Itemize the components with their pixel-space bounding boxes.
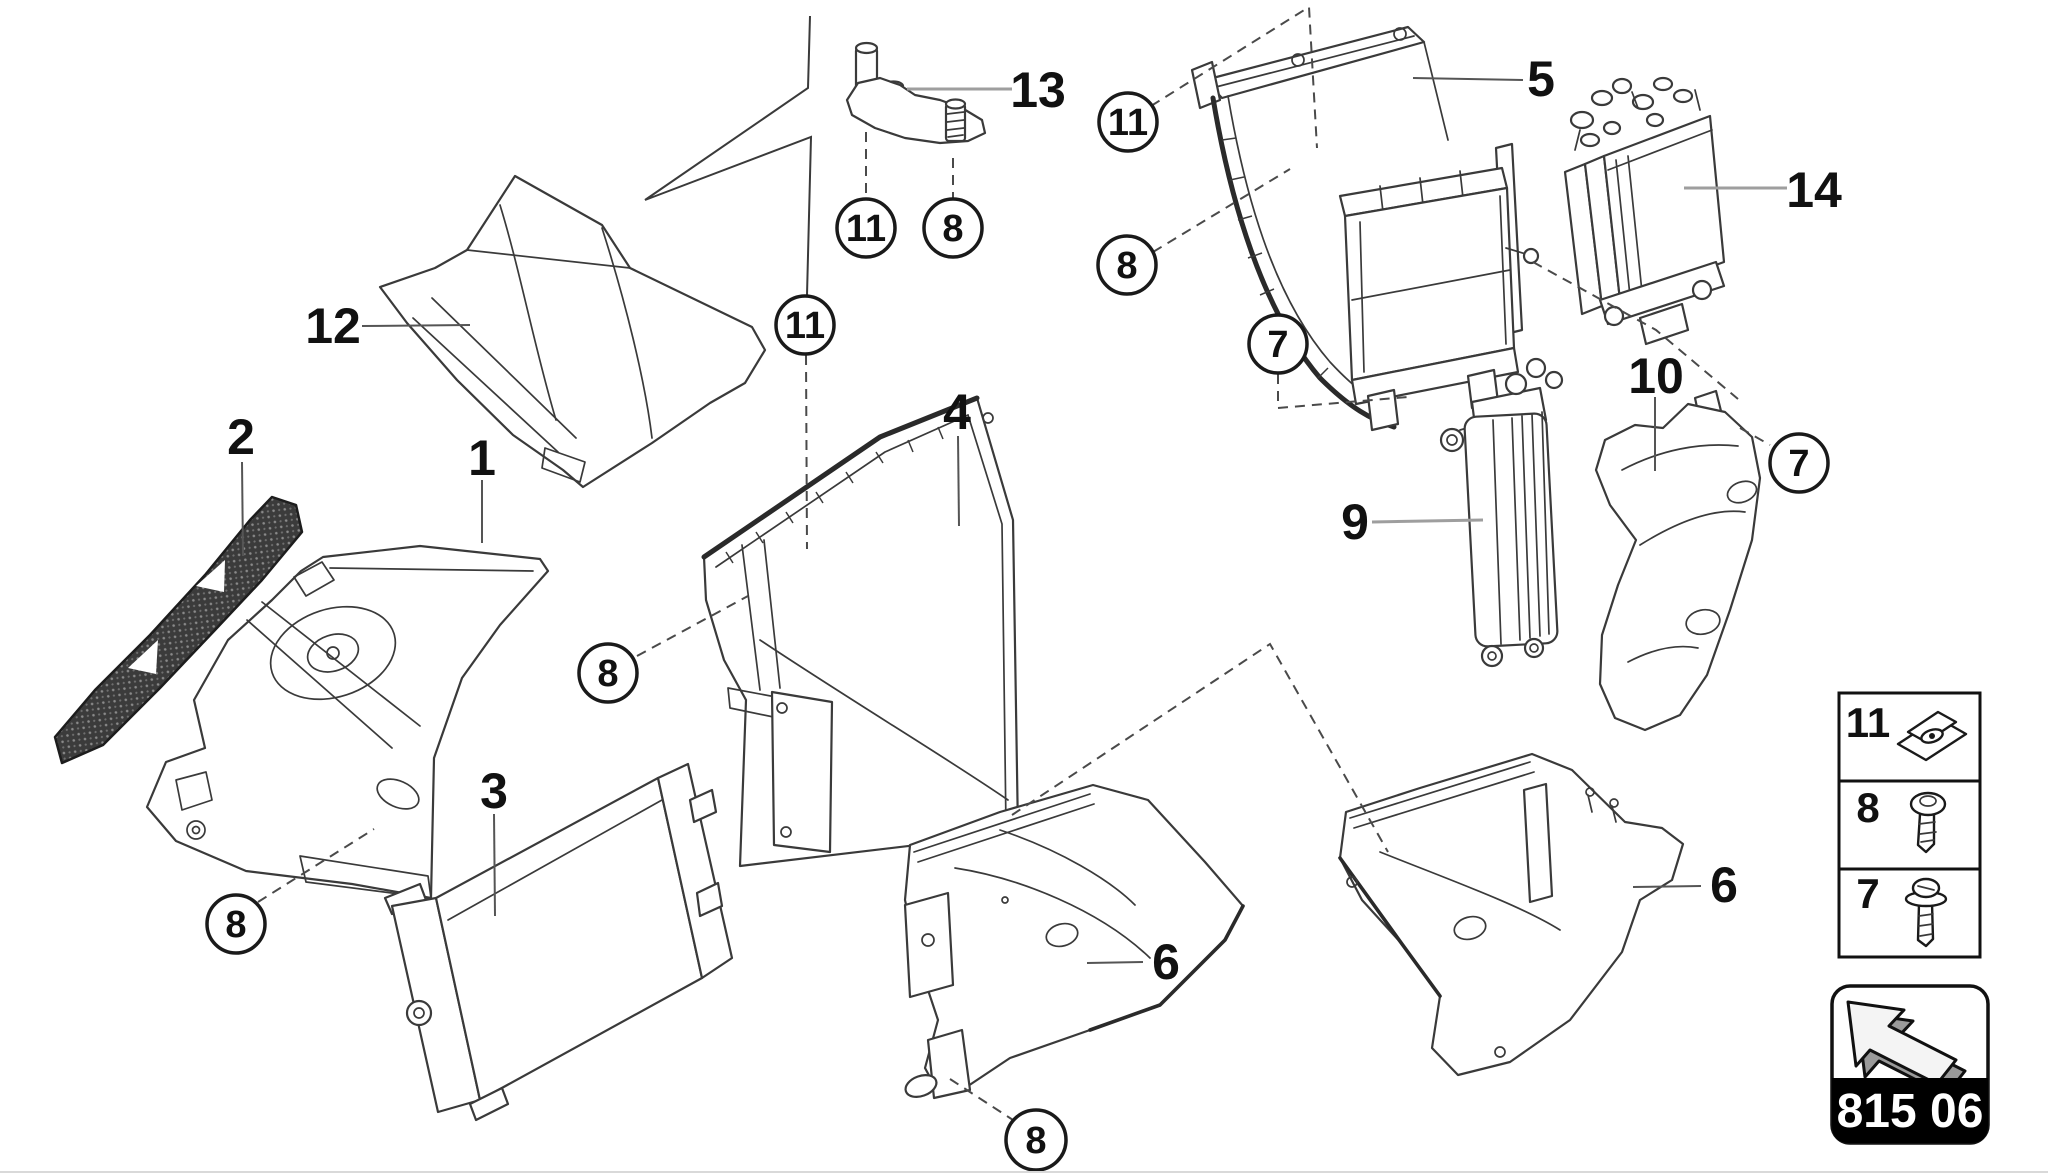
part-number-text[interactable]: 4 — [943, 384, 971, 440]
part-number-text[interactable]: 5 — [1527, 51, 1555, 107]
callout-number-text[interactable]: 11 — [1108, 102, 1148, 144]
callout-number-text[interactable]: 8 — [225, 904, 246, 946]
part-13-stud-bracket — [845, 41, 987, 145]
callout-number-text[interactable]: 8 — [942, 208, 963, 250]
part-number-text[interactable]: 1 — [468, 430, 496, 486]
callouts: 11 8 11 8 11 7 8 8 — [205, 91, 1830, 1172]
callout-8[interactable]: 8 — [1004, 1108, 1068, 1172]
part-label-6-left[interactable]: 6 — [1086, 934, 1180, 990]
part-number-text[interactable]: 12 — [305, 298, 361, 354]
page-code-text: 815 06 — [1837, 1085, 1984, 1138]
legend-number: 11 — [1846, 699, 1890, 746]
part-number-text[interactable]: 3 — [480, 763, 508, 819]
part-label-6-right[interactable]: 6 — [1632, 857, 1738, 913]
part-6-duct-right — [1338, 752, 1685, 1077]
legend-number: 8 — [1856, 784, 1879, 831]
legend-number: 7 — [1856, 870, 1879, 917]
callout-11[interactable]: 11 — [774, 294, 836, 356]
part-number-text[interactable]: 9 — [1341, 494, 1369, 550]
part-14-radiator — [1563, 76, 1726, 346]
part-1-intake-duct — [145, 544, 550, 900]
callout-8[interactable]: 8 — [205, 893, 267, 955]
pan-head-screw-icon — [1909, 791, 1947, 854]
callout-8[interactable]: 8 — [922, 197, 984, 259]
pipe-cluster — [1569, 76, 1701, 151]
part-9-oil-cooler — [1439, 357, 1564, 668]
dashed-leaders — [257, 5, 1771, 1121]
part-number-text[interactable]: 10 — [1628, 348, 1684, 404]
part-number-text[interactable]: 6 — [1710, 857, 1738, 913]
callout-number-text[interactable]: 7 — [1788, 443, 1809, 485]
view-direction-arrow — [644, 15, 813, 296]
part-3-radiator — [383, 762, 734, 1122]
part-number-text[interactable]: 2 — [227, 409, 255, 465]
part-label-10[interactable]: 10 — [1628, 348, 1684, 471]
part-label-9[interactable]: 9 — [1341, 494, 1484, 550]
callout-number-text[interactable]: 11 — [846, 208, 886, 250]
callout-number-text[interactable]: 11 — [785, 305, 825, 347]
legend-row-washer-screw: 7 — [1856, 870, 1948, 948]
callout-8[interactable]: 8 — [1096, 234, 1158, 296]
part-10-bracket-shield — [1594, 389, 1762, 732]
callout-number-text[interactable]: 8 — [1116, 245, 1137, 287]
callout-number-text[interactable]: 8 — [597, 653, 618, 695]
hatch-ticks — [725, 426, 944, 564]
callout-11[interactable]: 11 — [835, 197, 897, 259]
part-4-air-duct — [701, 395, 1020, 868]
part-label-3[interactable]: 3 — [480, 763, 508, 917]
part-number-text[interactable]: 6 — [1152, 934, 1180, 990]
legend-row-clip-nut: 11 — [1846, 699, 1968, 762]
part-label-14[interactable]: 14 — [1684, 162, 1842, 218]
part-label-12[interactable]: 12 — [305, 298, 471, 354]
part-label-4[interactable]: 4 — [943, 384, 971, 527]
callout-number-text[interactable]: 7 — [1267, 324, 1288, 366]
callout-8[interactable]: 8 — [577, 642, 639, 704]
fastener-legend: 11 8 7 — [1837, 691, 1982, 959]
callout-7[interactable]: 7 — [1768, 432, 1830, 494]
part-12-duct-panel — [378, 174, 767, 489]
legend-row-pan-screw: 8 — [1856, 784, 1947, 854]
callout-number-text[interactable]: 8 — [1025, 1120, 1046, 1162]
callout-11[interactable]: 11 — [1097, 91, 1159, 153]
part-label-2[interactable]: 2 — [227, 409, 255, 557]
part-label-13[interactable]: 13 — [907, 62, 1066, 118]
part-6-duct-left — [903, 783, 1245, 1100]
part-label-1[interactable]: 1 — [468, 430, 496, 543]
washer-screw-icon — [1904, 877, 1948, 948]
part-5-air-guide — [1190, 25, 1540, 432]
clip-nut-icon — [1896, 710, 1968, 762]
part-labels: 12 2 1 3 4 5 13 14 — [227, 51, 1842, 990]
part-number-text[interactable]: 13 — [1010, 62, 1066, 118]
part-label-5[interactable]: 5 — [1412, 51, 1555, 107]
part-number-text[interactable]: 14 — [1786, 162, 1842, 218]
callout-7[interactable]: 7 — [1247, 313, 1309, 375]
page-code-badge: 815 06 — [1830, 984, 1990, 1145]
